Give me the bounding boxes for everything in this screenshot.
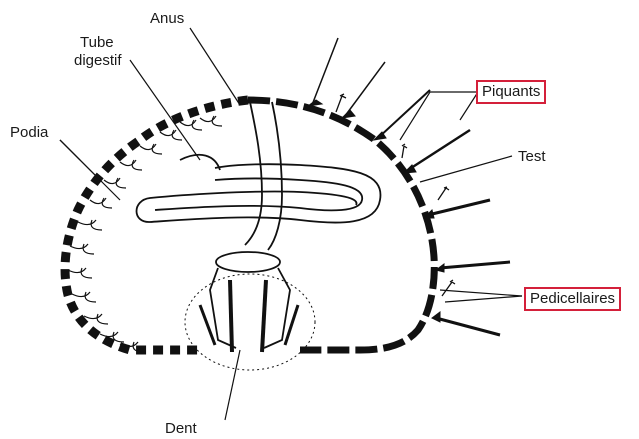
- label-test: Test: [518, 148, 546, 166]
- leader-lines: [60, 28, 522, 420]
- label-tube-digestif-line1: Tube: [80, 34, 114, 52]
- label-dent: Dent: [165, 420, 197, 438]
- label-piquants: Piquants: [476, 80, 546, 104]
- podia: [68, 116, 222, 352]
- aristotle-lantern: [185, 252, 315, 370]
- label-podia: Podia: [10, 124, 48, 142]
- pedicellaires: [336, 94, 455, 296]
- label-anus: Anus: [150, 10, 184, 28]
- label-tube-digestif-line2: digestif: [74, 52, 122, 70]
- label-pedicellaires: Pedicellaires: [524, 287, 621, 311]
